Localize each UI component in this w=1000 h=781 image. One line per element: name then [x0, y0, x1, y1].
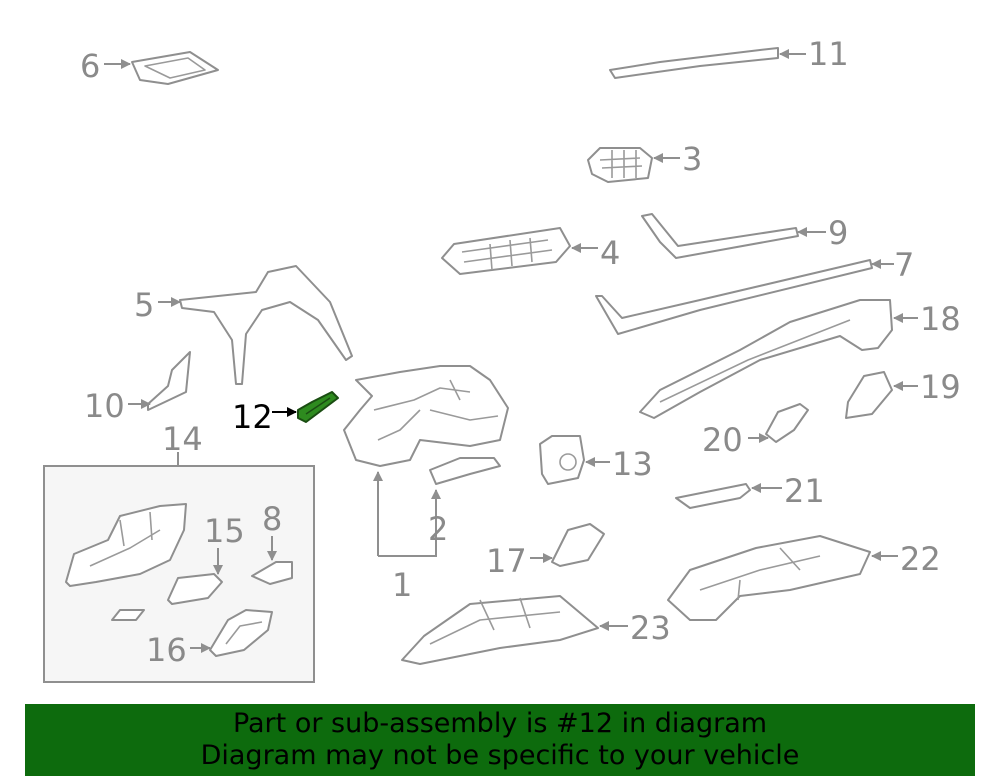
callout-5: 5 — [134, 286, 154, 324]
part-9 — [641, 213, 826, 259]
part-1 — [343, 365, 509, 557]
callout-12: 12 — [232, 398, 273, 436]
callout-3: 3 — [682, 140, 702, 178]
part-17 — [530, 523, 605, 567]
part-21 — [675, 483, 782, 509]
part-22 — [667, 535, 898, 621]
part-2 — [429, 457, 501, 485]
callout-18: 18 — [920, 300, 961, 338]
part-3 — [587, 147, 680, 183]
parts-diagram: 6 11 3 9 4 7 18 5 — [43, 35, 961, 683]
callout-23: 23 — [630, 609, 671, 647]
part-small-clip — [111, 609, 145, 621]
callout-9: 9 — [828, 214, 848, 252]
callout-14: 14 — [162, 420, 203, 458]
info-banner: Part or sub-assembly is #12 in diagram D… — [25, 704, 975, 776]
part-7 — [595, 259, 894, 335]
banner-line-2: Diagram may not be specific to your vehi… — [200, 740, 800, 771]
part-23 — [401, 595, 628, 665]
callout-2: 2 — [428, 510, 448, 548]
part-6 — [104, 51, 219, 85]
inset-box-14 — [43, 452, 315, 683]
part-16 — [190, 609, 273, 657]
part-19 — [845, 371, 918, 419]
callout-13: 13 — [612, 445, 653, 483]
part-5 — [158, 265, 353, 385]
banner-line-1: Part or sub-assembly is #12 in diagram — [232, 708, 768, 739]
part-15 — [167, 548, 223, 605]
part-12 — [272, 391, 339, 423]
part-14-assembly — [65, 503, 187, 587]
callout-20: 20 — [702, 421, 743, 459]
callout-11: 11 — [808, 35, 849, 73]
callout-10: 10 — [84, 387, 125, 425]
callout-22: 22 — [900, 540, 941, 578]
part-8 — [251, 536, 293, 585]
part-4 — [441, 227, 598, 275]
part-20 — [748, 403, 809, 443]
part-13 — [539, 435, 610, 485]
part-18 — [639, 299, 918, 419]
part-11 — [609, 47, 806, 79]
callout-1: 1 — [392, 566, 412, 604]
callout-8: 8 — [262, 500, 282, 538]
callout-6: 6 — [80, 47, 100, 85]
callout-15: 15 — [204, 512, 245, 550]
part-10 — [128, 351, 191, 411]
callout-7: 7 — [894, 246, 914, 284]
callout-4: 4 — [600, 234, 620, 272]
callout-17: 17 — [486, 542, 527, 580]
callout-16: 16 — [146, 631, 187, 669]
callout-19: 19 — [920, 368, 961, 406]
callout-21: 21 — [784, 472, 825, 510]
